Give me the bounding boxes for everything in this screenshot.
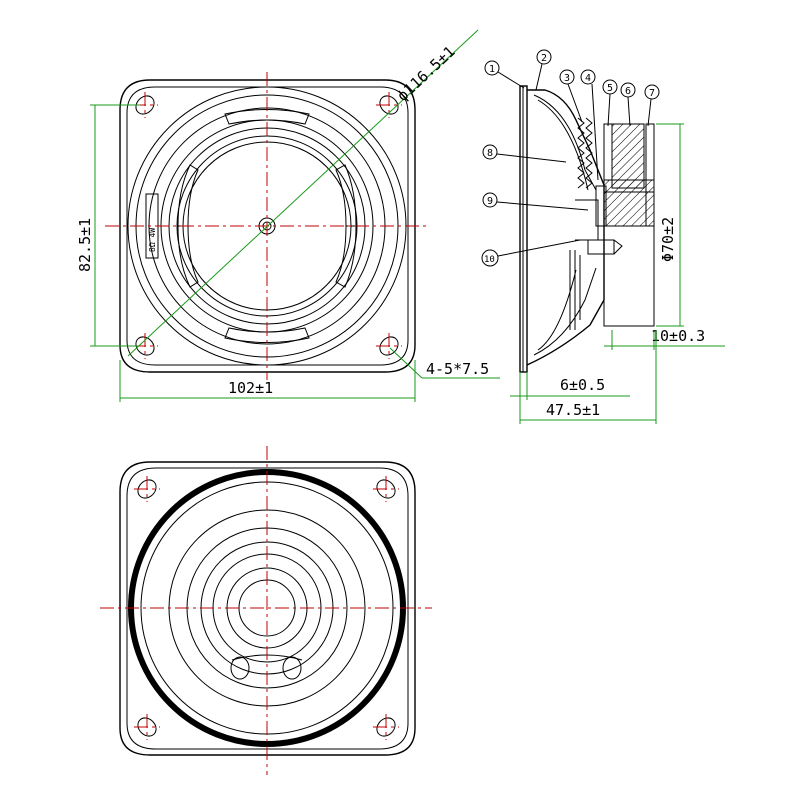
mount-holes-front [135, 95, 399, 356]
dim-flange: 6±0.5 [560, 376, 605, 394]
svg-text:4: 4 [585, 73, 591, 84]
dim-mount-holes: 4-5*7.5 [426, 360, 489, 378]
dim-frame-width: 102±1 [228, 379, 273, 397]
side-view: 1 2 3 4 5 6 7 8 9 10 Φ70±2 [481, 49, 725, 424]
callouts: 1 2 3 4 5 6 7 8 9 10 [481, 49, 660, 267]
terminal-label: 8Ω 4W [148, 228, 157, 252]
rear-view [100, 446, 432, 775]
dim-total-depth: 47.5±1 [546, 401, 600, 419]
svg-text:8: 8 [487, 148, 493, 159]
svg-text:2: 2 [541, 53, 547, 64]
front-frame [119, 79, 416, 373]
dim-diagonal: ϕ116.5±1 [393, 42, 458, 104]
svg-text:3: 3 [564, 73, 570, 84]
magnet [611, 123, 645, 189]
front-view: 8Ω 4W ϕ116.5±1 82.5±1 102±1 [76, 29, 500, 402]
svg-text:6: 6 [625, 86, 631, 97]
svg-text:7: 7 [649, 88, 655, 99]
svg-text:5: 5 [607, 83, 613, 94]
dim-magnet-height: 10±0.3 [651, 327, 705, 345]
mount-holes-rear [137, 479, 396, 737]
svg-text:10: 10 [484, 255, 495, 265]
dim-hole-height: 82.5±1 [76, 218, 94, 272]
dim-magnet-dia: Φ70±2 [659, 217, 677, 262]
svg-text:1: 1 [489, 64, 495, 75]
svg-text:9: 9 [487, 196, 493, 207]
